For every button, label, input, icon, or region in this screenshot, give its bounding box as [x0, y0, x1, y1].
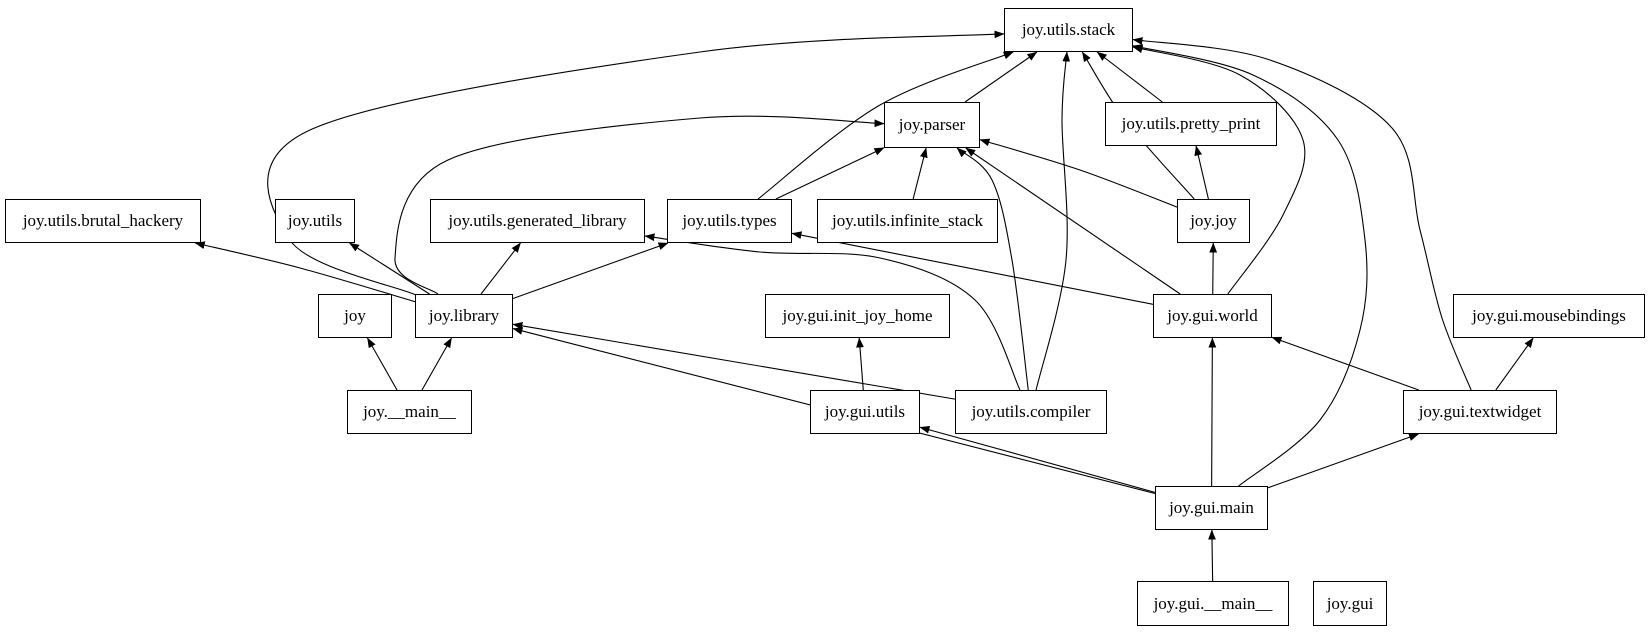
edge-joy.parser->joy.utils.stack — [964, 51, 1038, 103]
graph-node-joy.gui.mousebindings: joy.gui.mousebindings — [1453, 294, 1645, 338]
edge-joy.utils.types->joy.utils.stack — [757, 51, 1014, 200]
edge-joy.gui.textwidget->joy.gui.world — [1271, 336, 1419, 391]
edge-joy.joy->joy.utils.pretty_print — [1194, 145, 1209, 200]
graph-node-joy.joy: joy.joy — [1177, 199, 1250, 243]
edge-joy.__main__->joy.library — [421, 337, 452, 391]
edge-joy.gui.__main__->joy.gui.main — [1208, 529, 1216, 582]
edge-joy.gui.world->joy.utils.stack — [1132, 45, 1306, 295]
edge-joy.utils.pretty_print->joy.utils.stack — [1096, 51, 1163, 103]
edge-joy.gui.world->joy.parser — [965, 147, 1181, 295]
edge-joy.library->joy.utils.types — [512, 242, 669, 299]
graph-node-joy.utils.types: joy.utils.types — [667, 199, 792, 243]
graph-node-joy.utils.infinite_stack: joy.utils.infinite_stack — [817, 199, 998, 243]
graph-node-joy.gui.__main__: joy.gui.__main__ — [1137, 581, 1289, 626]
edge-joy.utils.types->joy.parser — [775, 147, 885, 200]
edge-joy.utils.infinite_stack->joy.parser — [912, 147, 928, 200]
edge-joy.gui.main->joy.gui.world — [1208, 337, 1217, 487]
edge-joy.library->joy.utils.generated_library — [480, 242, 521, 295]
graph-node-joy.library: joy.library — [415, 294, 513, 338]
graph-node-joy.gui.textwidget: joy.gui.textwidget — [1403, 390, 1557, 434]
graph-node-joy: joy — [318, 294, 392, 338]
graph-node-joy.parser: joy.parser — [884, 102, 980, 148]
graph-node-joy.utils.brutal_hackery: joy.utils.brutal_hackery — [5, 199, 201, 243]
graph-node-joy.utils.pretty_print: joy.utils.pretty_print — [1105, 102, 1277, 146]
graph-node-joy.utils.generated_library: joy.utils.generated_library — [430, 199, 645, 243]
edge-joy.gui.textwidget->joy.utils.stack — [1132, 37, 1472, 391]
edge-joy.utils.compiler->joy.parser — [956, 147, 1029, 391]
graph-node-joy.gui: joy.gui — [1313, 581, 1387, 626]
edge-joy.utils.compiler->joy.utils.stack — [1035, 51, 1071, 391]
graph-node-joy.gui.init_joy_home: joy.gui.init_joy_home — [765, 294, 950, 338]
edge-joy.gui.textwidget->joy.gui.mousebindings — [1495, 337, 1534, 391]
edge-joy.__main__->joy — [367, 337, 398, 391]
edge-joy.gui.utils->joy.gui.init_joy_home — [856, 337, 864, 391]
graph-node-joy.gui.main: joy.gui.main — [1155, 486, 1268, 530]
edge-joy.gui.main->joy.gui.textwidget — [1267, 433, 1419, 489]
graph-node-joy.gui.utils: joy.gui.utils — [810, 390, 920, 434]
graph-node-joy.utils: joy.utils — [275, 199, 355, 243]
edge-joy.utils.compiler->joy.utils.generated_library — [644, 233, 1021, 391]
graph-node-joy.utils.stack: joy.utils.stack — [1004, 8, 1133, 52]
edge-joy.gui.main->joy.gui.utils — [919, 426, 1156, 493]
graph-node-joy.utils.compiler: joy.utils.compiler — [955, 390, 1107, 434]
edge-group — [194, 30, 1534, 582]
edge-joy.library->joy.parser — [394, 115, 885, 295]
edge-joy.library->joy.utils — [349, 242, 430, 295]
edge-joy.gui.world->joy.utils.types — [791, 231, 1154, 305]
graph-node-joy.gui.world: joy.gui.world — [1153, 294, 1272, 338]
edge-joy.gui.main->joy.utils.stack — [1132, 44, 1368, 487]
edge-joy.utils.compiler->joy.library — [512, 322, 956, 400]
edge-joy.library->joy.utils.stack — [267, 30, 1005, 296]
edge-joy.gui.world->joy.joy — [1209, 242, 1218, 295]
edge-joy.joy->joy.parser — [979, 138, 1178, 208]
graph-node-joy.__main__: joy.__main__ — [347, 390, 472, 434]
edge-joy.library->joy.utils.brutal_hackery — [194, 241, 416, 303]
